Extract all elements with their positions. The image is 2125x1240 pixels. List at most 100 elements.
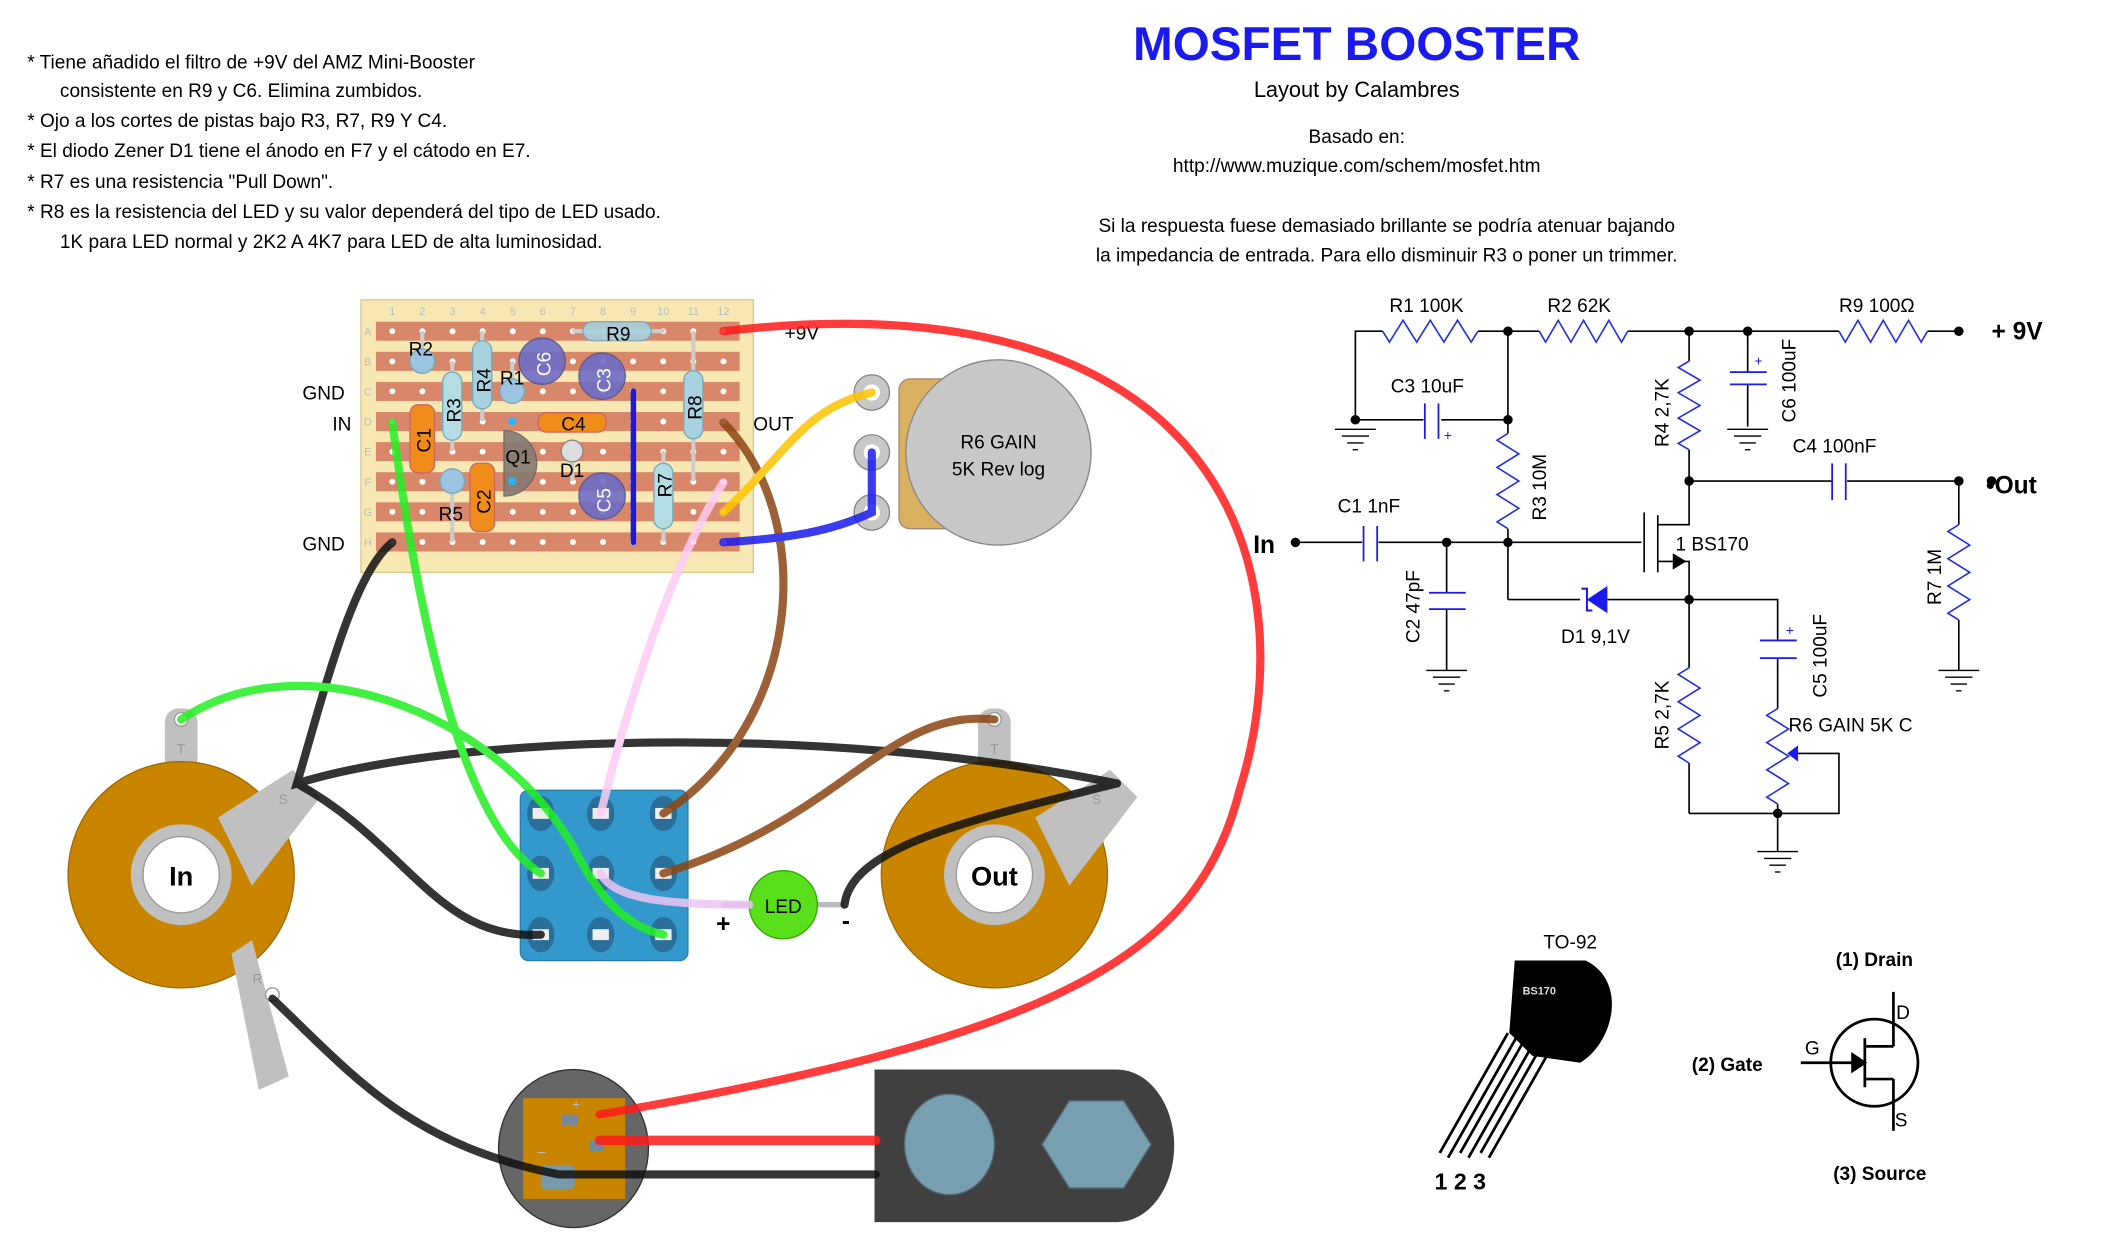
hole <box>389 478 396 485</box>
wire-black-led <box>840 779 1122 909</box>
hole <box>660 418 667 425</box>
label-r5-value: R5 2,7K <box>1653 680 1674 749</box>
hole <box>419 388 426 395</box>
gain-pot[interactable]: R6 GAIN 5K Rev log <box>853 359 1092 546</box>
hole <box>630 358 637 365</box>
wire-brown-tip <box>659 714 999 878</box>
based-on-label: Basado en: <box>1309 127 1405 148</box>
label-c5: C5 <box>594 488 615 512</box>
wire-black-ring <box>268 994 880 1179</box>
tip-line: Si la respuesta fuese demasiado brillant… <box>1098 216 1674 237</box>
resistor-r6-symbol <box>1765 707 1791 805</box>
note-line: consistente en R9 y C6. Elimina zumbidos… <box>60 81 422 102</box>
hole <box>720 358 727 365</box>
hole <box>419 508 426 515</box>
label-q1: Q1 <box>505 447 530 468</box>
column-label: 2 <box>419 306 425 318</box>
ground-icon <box>1727 428 1769 451</box>
label-r7: R7 <box>656 473 677 497</box>
to92-package-icon: BS170 <box>1438 960 1612 1159</box>
d-pin-label: D <box>1896 1003 1910 1024</box>
capacitor-c4: C4 <box>537 412 607 436</box>
junction-dot <box>1441 537 1452 548</box>
tip-label: T <box>177 741 185 756</box>
plus-sign: + <box>1444 428 1452 443</box>
label-r2: R2 <box>409 340 433 361</box>
ring-label: R <box>253 972 263 987</box>
ground-icon <box>1426 669 1468 692</box>
copper-strip <box>375 502 740 522</box>
hole <box>389 508 396 515</box>
source-url: http://www.muzique.com/schem/mosfet.htm <box>1173 156 1541 177</box>
hole <box>509 538 516 545</box>
ground-icon <box>1938 669 1980 692</box>
diode-d1: D1 <box>560 439 584 482</box>
label-r5: R5 <box>439 505 463 526</box>
hole <box>419 478 426 485</box>
column-label: 11 <box>688 306 699 318</box>
hole <box>419 538 426 545</box>
pot-value: 5K Rev log <box>952 460 1045 481</box>
capacitor-c2: C2 <box>469 462 495 533</box>
label-d1-value: D1 9,1V <box>1561 627 1630 648</box>
note-line: * El diodo Zener D1 tiene el ánodo en F7… <box>27 141 530 162</box>
hole <box>389 358 396 365</box>
note-line: * R7 es una resistencia "Pull Down". <box>27 172 333 193</box>
label-c3: C3 <box>594 368 615 392</box>
hole <box>569 388 576 395</box>
column-label: 10 <box>657 306 669 318</box>
resistor-r7: R7 <box>653 451 677 543</box>
note-line: 1K para LED normal y 2K2 A 4K7 para LED … <box>60 232 603 253</box>
row-label: D <box>364 417 372 429</box>
sleeve-label: S <box>279 792 288 807</box>
junction-dot <box>1742 326 1753 336</box>
hole <box>539 508 546 515</box>
wire-green-tip <box>177 681 668 939</box>
page-title: MOSFET BOOSTER <box>1133 18 1580 71</box>
dc-jack: + − <box>497 1068 650 1229</box>
label-c6: C6 <box>534 352 555 376</box>
junction-dot <box>1684 476 1694 486</box>
column-label: 4 <box>480 306 486 318</box>
resistor-r2: R2 <box>409 331 436 375</box>
copper-strip <box>375 321 740 341</box>
led-label: LED <box>765 897 802 918</box>
label-r7-value: R7 1M <box>1925 549 1946 605</box>
hole <box>509 328 516 335</box>
hole <box>720 448 727 455</box>
gate-label: (2) Gate <box>1692 1055 1763 1076</box>
resistor-r1: R1 <box>499 361 526 405</box>
pot-knob[interactable] <box>905 359 1092 546</box>
column-label: 9 <box>630 306 636 318</box>
hole <box>539 328 546 335</box>
label-gnd-top: GND <box>302 383 344 404</box>
hole <box>600 448 607 455</box>
g-pin-label: G <box>1805 1039 1820 1060</box>
wire-brown-out <box>659 418 788 818</box>
junction-dot <box>1954 476 1964 486</box>
hole <box>720 388 727 395</box>
wire-pink-led <box>596 869 754 909</box>
label-in: IN <box>332 415 351 436</box>
label-c6-value: C6 100uF <box>1779 339 1800 423</box>
junction-dot <box>1350 414 1361 425</box>
capacitor-c3: C3 <box>578 352 626 401</box>
column-label: 8 <box>600 306 606 318</box>
pot-name: R6 GAIN <box>960 432 1036 453</box>
led-minus: - <box>842 908 850 935</box>
hole <box>660 358 667 365</box>
label-r3: R3 <box>444 398 465 422</box>
junction-dot <box>1503 537 1513 548</box>
junction-dot <box>1772 808 1783 819</box>
hole <box>569 508 576 515</box>
tip-line: la impedancia de entrada. Para ello dism… <box>1096 246 1678 267</box>
note-line: * Ojo a los cortes de pistas bajo R3, R7… <box>27 111 447 132</box>
junction-dot <box>1503 326 1513 336</box>
resistor-r3-symbol <box>1495 432 1521 530</box>
row-label: C <box>364 387 372 399</box>
transistor-q1: Q1 <box>503 417 538 497</box>
column-label: 6 <box>540 306 546 318</box>
hole <box>569 358 576 365</box>
